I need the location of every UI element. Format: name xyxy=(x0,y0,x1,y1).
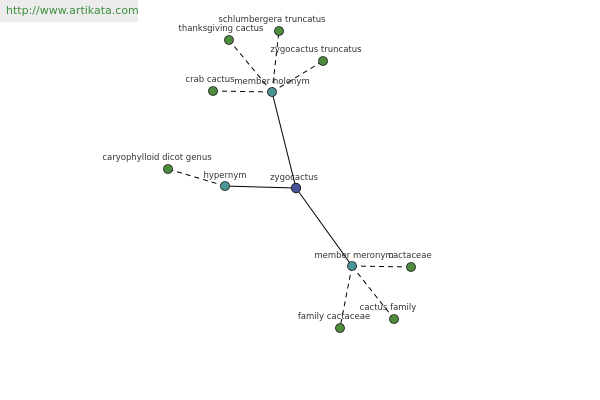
node-member-holonym[interactable] xyxy=(267,87,277,97)
node-hypernym[interactable] xyxy=(220,181,230,191)
edge-zygocactus-member-meronym xyxy=(295,187,353,267)
edge-member-holonym-schlumbergera-truncatus xyxy=(271,30,280,93)
label-family-cactaceae: family cactaceae xyxy=(298,312,370,322)
label-zygocactus: zygocactus xyxy=(270,173,318,183)
edge-zygocactus-member-holonym xyxy=(271,91,297,189)
edge-zygocactus-hypernym xyxy=(224,185,297,189)
label-zygocactus-truncatus: zygocactus truncatus xyxy=(270,45,362,55)
node-member-meronym[interactable] xyxy=(347,261,357,271)
label-schlumbergera-truncatus: schlumbergera truncatus xyxy=(218,15,326,25)
node-zygocactus-truncatus[interactable] xyxy=(318,56,328,66)
node-caryophylloid-dicot-genus[interactable] xyxy=(163,164,173,174)
edge-member-meronym-cactaceae xyxy=(351,265,412,268)
label-hypernym: hypernym xyxy=(203,171,246,181)
edge-member-holonym-thanksgiving-cactus xyxy=(228,39,273,93)
graph-nodes xyxy=(163,26,416,333)
graph-edges xyxy=(167,30,412,329)
node-zygocactus[interactable] xyxy=(290,182,302,194)
node-crab-cactus[interactable] xyxy=(208,86,218,96)
node-cactaceae[interactable] xyxy=(406,262,416,272)
label-member-holonym: member holonym xyxy=(234,77,309,87)
node-thanksgiving-cactus[interactable] xyxy=(224,35,234,45)
node-family-cactaceae[interactable] xyxy=(335,323,345,333)
label-caryophylloid-dicot-genus: caryophylloid dicot genus xyxy=(102,153,212,163)
graph-labels: crab cactus thanksgiving cactusschlumberg… xyxy=(102,15,431,322)
label-cactus-family: cactus family xyxy=(360,303,417,313)
label-crab-cactus: crab cactus xyxy=(185,75,235,85)
edge-member-holonym-crab-cactus xyxy=(212,90,273,93)
watermark-url: http://www.artikata.com xyxy=(0,0,139,22)
node-cactus-family[interactable] xyxy=(389,314,399,324)
edge-member-meronym-family-cactaceae xyxy=(339,265,353,329)
node-schlumbergera-truncatus[interactable] xyxy=(274,26,284,36)
edge-member-holonym-zygocactus-truncatus xyxy=(271,60,324,93)
edge-hypernym-caryophylloid-dicot-genus xyxy=(167,168,226,187)
label-cactaceae: cactaceae xyxy=(388,251,431,261)
label-thanksgiving-cactus: thanksgiving cactus xyxy=(178,24,264,34)
label-member-meronym: member meronym xyxy=(314,251,393,261)
edge-member-meronym-cactus-family xyxy=(351,265,395,320)
